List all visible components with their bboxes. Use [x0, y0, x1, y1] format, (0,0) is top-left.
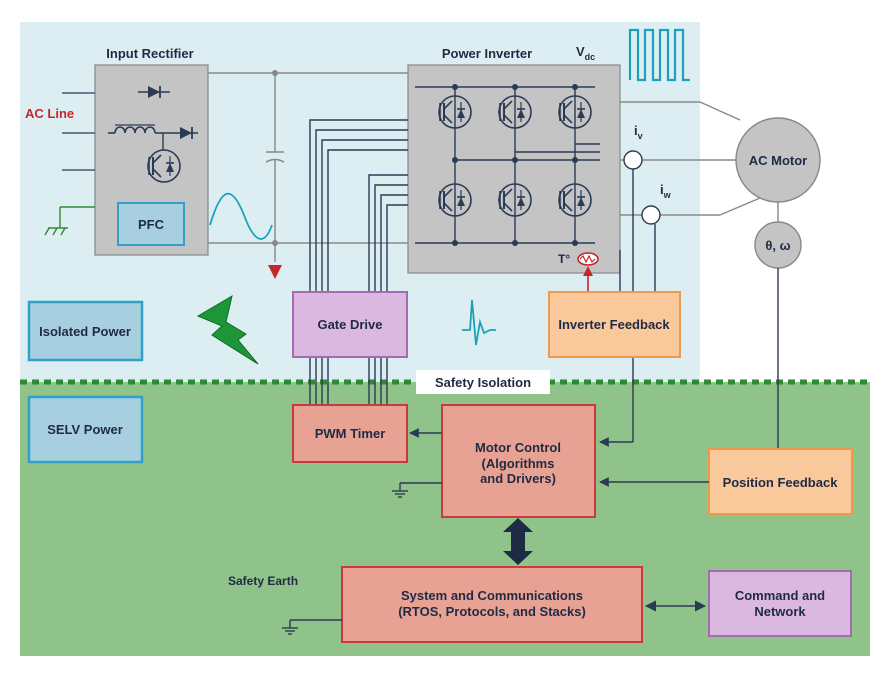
current-sensor-w [641, 205, 661, 225]
iv-label: iv [634, 123, 643, 141]
isolated-power-label: Isolated Power [39, 324, 131, 339]
command-network-box [708, 570, 852, 637]
diode-icon [138, 86, 170, 98]
system-comm-box [341, 566, 643, 643]
ground-icon [44, 206, 95, 236]
motor-control-label-1: Motor Control [475, 440, 561, 455]
motor-control-label-2: (Algorithms [482, 456, 555, 471]
command-network-label-2: Network [754, 604, 806, 619]
square-wave-icon [628, 28, 690, 82]
capacitor-icon [265, 73, 285, 279]
ac-line-label: AC Line [25, 106, 74, 121]
gate-drive-box [292, 291, 408, 358]
motor-control-label-3: and Drivers) [480, 471, 556, 486]
command-network-label-1: Command and [735, 588, 825, 603]
motor-control-box [441, 404, 596, 518]
sine-wave-icon [209, 192, 273, 240]
ac-motor-label: AC Motor [749, 153, 808, 168]
inverter-bus [415, 84, 600, 246]
safety-isolation-tag [416, 370, 550, 394]
pwm-timer-label: PWM Timer [315, 426, 386, 441]
position-feedback-box [708, 448, 853, 515]
gate-drive-label: Gate Drive [317, 317, 382, 332]
gate-drive-wires [309, 119, 408, 405]
power-inverter-label: Power Inverter [442, 46, 532, 61]
inverter-feedback-label: Inverter Feedback [558, 317, 670, 332]
system-comm-label-1: System and Communications [401, 588, 583, 603]
pfc-label: PFC [138, 217, 165, 232]
pwm-timer-box [292, 404, 408, 463]
arrow-icon [503, 518, 533, 565]
iw-label: iw [660, 182, 672, 200]
inductor-icon [108, 124, 198, 150]
spike-icon [462, 299, 496, 346]
lightning-icon [196, 294, 259, 365]
selv-power-box [27, 395, 144, 464]
position-feedback-label: Position Feedback [723, 475, 839, 490]
thermistor-icon [577, 252, 599, 292]
selv-power-label: SELV Power [47, 422, 123, 437]
current-sensor-v [623, 150, 643, 170]
vdc-label: Vdc [576, 44, 595, 62]
temperature-label: T° [558, 252, 570, 266]
inverter-feedback-box [548, 291, 681, 358]
safety-isolation-label: Safety Isolation [435, 375, 531, 390]
isolated-power-box [27, 300, 144, 362]
pfc-box [117, 202, 185, 246]
theta-omega-label: θ, ω [765, 238, 790, 253]
system-comm-label-2: (RTOS, Protocols, and Stacks) [398, 604, 586, 619]
safety-earth-label: Safety Earth [228, 574, 298, 588]
input-rectifier-label: Input Rectifier [106, 46, 193, 61]
